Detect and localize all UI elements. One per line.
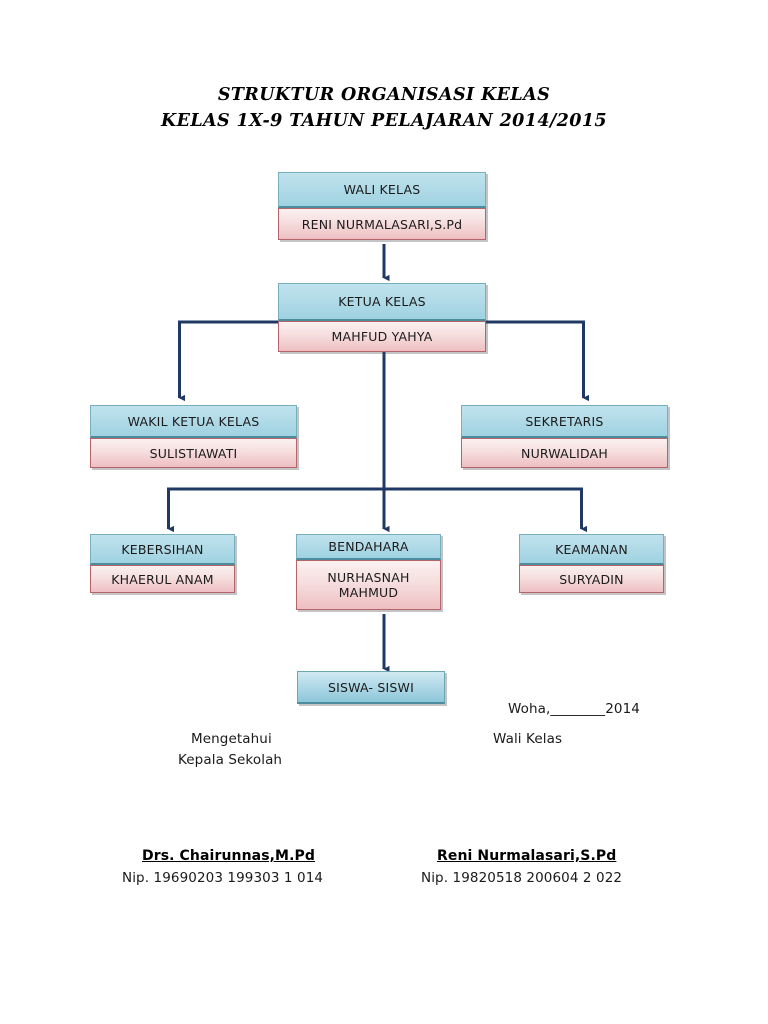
left-role-line-2: Kepala Sekolah <box>178 752 283 768</box>
node-ketua-kelas-role: KETUA KELAS <box>278 283 486 321</box>
node-wakil-ketua-kelas-role: WAKIL KETUA KELAS <box>90 405 297 438</box>
node-bendahara[interactable]: BENDAHARA NURHASNAH MAHMUD <box>296 534 441 610</box>
node-kebersihan[interactable]: KEBERSIHAN KHAERUL ANAM <box>90 534 235 593</box>
node-wali-kelas-role: WALI KELAS <box>278 172 486 208</box>
right-signer-nip: Nip. 19820518 200604 2 022 <box>421 870 623 886</box>
node-sekretaris[interactable]: SEKRETARIS NURWALIDAH <box>461 405 668 468</box>
node-wakil-ketua-kelas-name: SULISTIAWATI <box>90 438 297 468</box>
node-wali-kelas-name: RENI NURMALASARI,S.Pd <box>278 208 486 240</box>
node-kebersihan-role: KEBERSIHAN <box>90 534 235 565</box>
node-siswa-siswi-role: SISWA- SISWI <box>297 671 445 704</box>
node-wakil-ketua-kelas[interactable]: WAKIL KETUA KELAS SULISTIAWATI <box>90 405 297 468</box>
title-line-2: KELAS 1X-9 TAHUN PELAJARAN 2014/2015 <box>160 111 607 131</box>
node-siswa-siswi[interactable]: SISWA- SISWI <box>297 671 445 704</box>
node-bendahara-name: NURHASNAH MAHMUD <box>296 560 441 610</box>
node-keamanan-role: KEAMANAN <box>519 534 664 565</box>
node-sekretaris-role: SEKRETARIS <box>461 405 668 438</box>
left-signer-name: Drs. Chairunnas,M.Pd <box>142 848 315 864</box>
node-ketua-kelas[interactable]: KETUA KELAS MAHFUD YAHYA <box>278 283 486 352</box>
node-sekretaris-name: NURWALIDAH <box>461 438 668 468</box>
node-wali-kelas[interactable]: WALI KELAS RENI NURMALASARI,S.Pd <box>278 172 486 240</box>
node-bendahara-role: BENDAHARA <box>296 534 441 560</box>
place-date: Woha,________2014 <box>508 701 640 717</box>
node-keamanan-name: SURYADIN <box>519 565 664 593</box>
page-title: STRUKTUR ORGANISASI KELAS KELAS 1X-9 TAH… <box>0 82 768 134</box>
left-role-line-1: Mengetahui <box>191 731 272 747</box>
node-keamanan[interactable]: KEAMANAN SURYADIN <box>519 534 664 593</box>
right-role: Wali Kelas <box>493 731 563 747</box>
node-ketua-kelas-name: MAHFUD YAHYA <box>278 321 486 352</box>
left-signer-nip: Nip. 19690203 199303 1 014 <box>122 870 324 886</box>
node-kebersihan-name: KHAERUL ANAM <box>90 565 235 593</box>
right-signer-name: Reni Nurmalasari,S.Pd <box>437 848 617 864</box>
title-line-1: STRUKTUR ORGANISASI KELAS <box>217 85 551 105</box>
